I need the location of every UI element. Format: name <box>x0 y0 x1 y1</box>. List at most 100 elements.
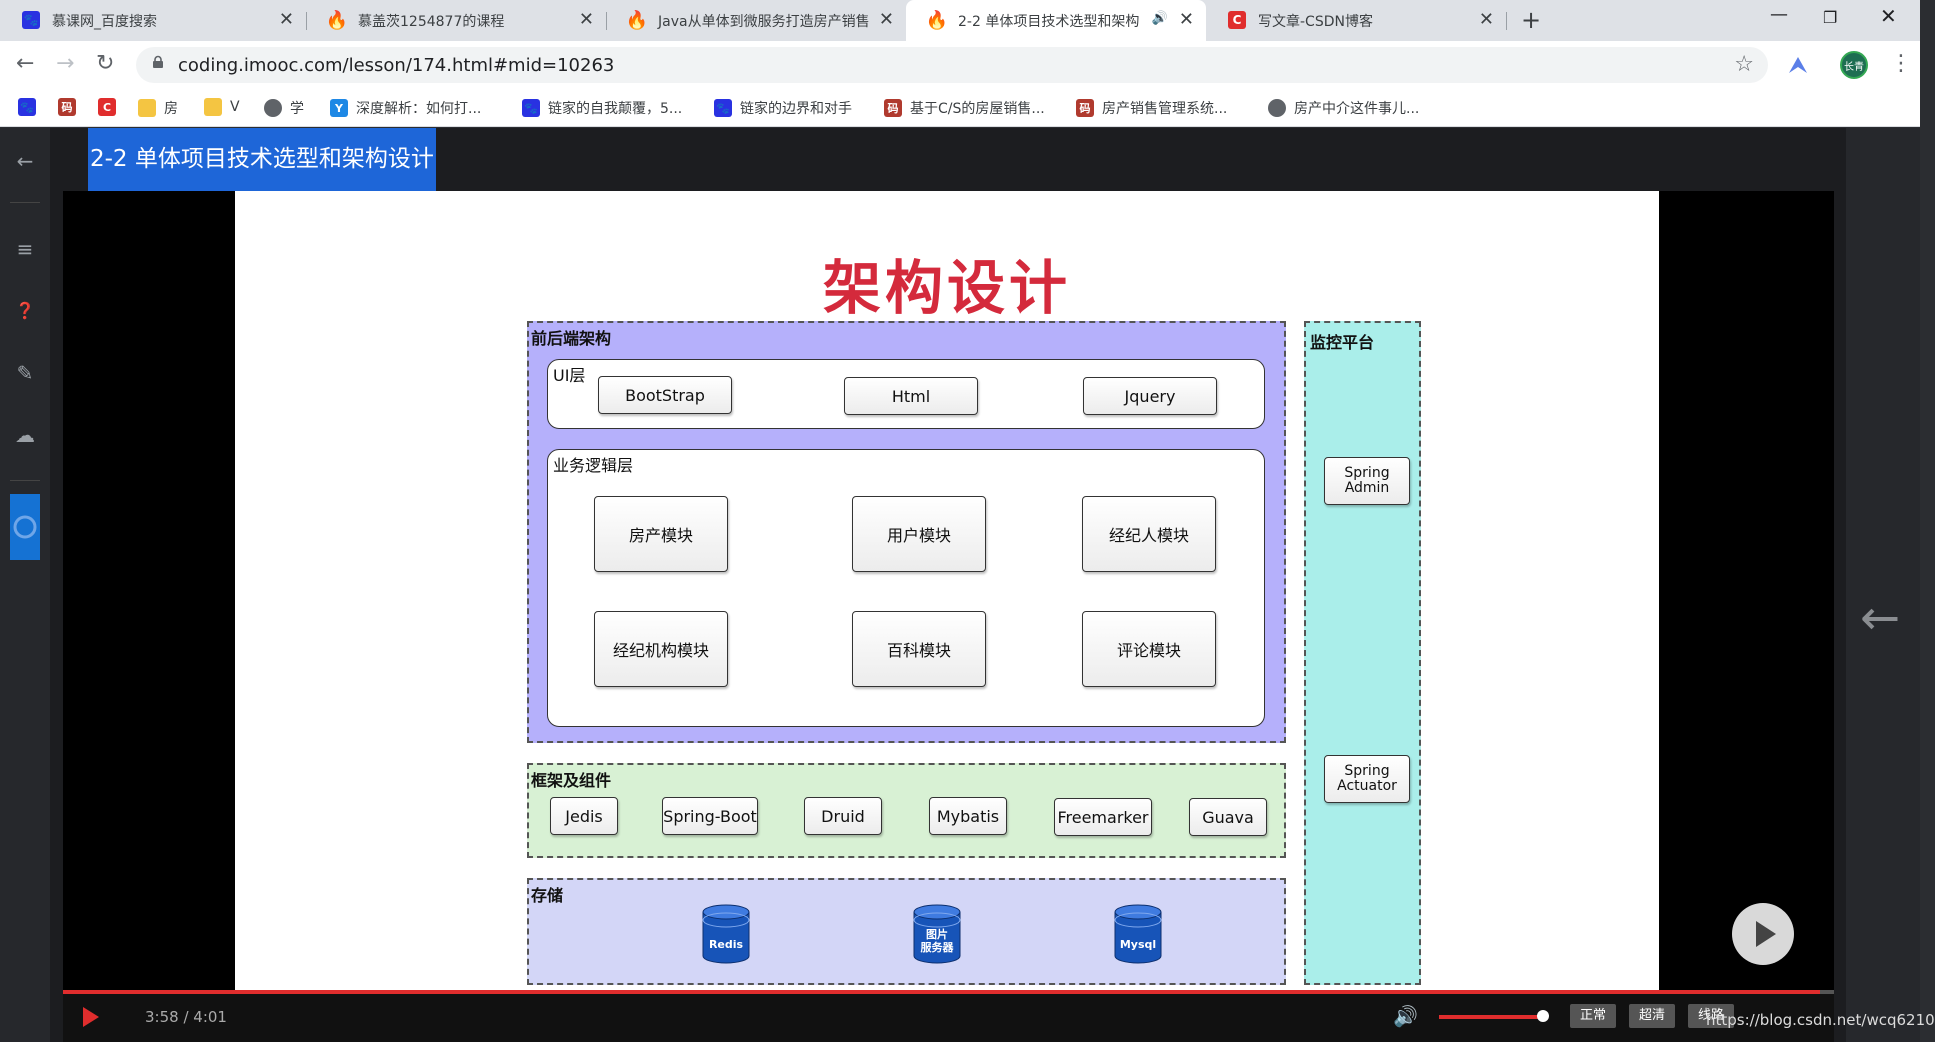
bookmark-star-icon[interactable]: ☆ <box>1734 52 1754 77</box>
bookmark-item[interactable]: 学 <box>264 98 304 118</box>
module-agency: 经纪机构模块 <box>594 611 728 687</box>
close-icon[interactable]: ✕ <box>1478 9 1494 30</box>
tab-title: Java从单体到微服务打造房产销售 <box>658 14 870 30</box>
component-mybatis: Mybatis <box>929 797 1007 835</box>
bookmark-site-icon: 码 <box>1076 99 1094 117</box>
sidebar-divider <box>10 202 40 203</box>
tab-imooc-courses[interactable]: 🔥 慕盖茨1254877的课程 ✕ <box>306 0 606 41</box>
bookmark-folder-fang[interactable]: 房 <box>138 98 178 118</box>
component-jedis: Jedis <box>550 797 618 835</box>
bookmark-site-icon: 码 <box>58 98 76 116</box>
profile-avatar[interactable]: 长青 <box>1840 51 1868 79</box>
y-logo-icon: Y <box>330 99 348 117</box>
slide-title: 架构设计 <box>822 254 1071 322</box>
db-label-line: 图片 <box>926 928 948 941</box>
bookmark-folder-v[interactable]: V <box>204 98 240 116</box>
csdn-c-icon: C <box>1228 11 1246 29</box>
big-play-button[interactable] <box>1732 903 1794 965</box>
bookmark-item[interactable]: 🐾链家的边界和对手 <box>714 98 852 118</box>
bookmark-item[interactable]: 🐾 <box>18 98 44 116</box>
tab-baidu-search[interactable]: 🐾 慕课网_百度搜索 ✕ <box>0 0 306 41</box>
more-menu-icon[interactable]: ⋮ <box>1890 51 1912 76</box>
collapse-arrow-icon[interactable]: ← <box>1860 590 1901 646</box>
right-rail: ← <box>1846 128 1920 1042</box>
tab-title: 慕课网_百度搜索 <box>52 14 157 30</box>
component-druid: Druid <box>804 797 882 835</box>
baidu-paw-icon: 🐾 <box>22 11 40 29</box>
zone-label: 监控平台 <box>1310 333 1375 352</box>
extension-icon[interactable] <box>1786 53 1810 77</box>
reload-icon[interactable]: ↻ <box>96 51 115 76</box>
bookmark-item[interactable]: 房产中介这件事儿... <box>1268 98 1419 118</box>
volume-icon[interactable]: 🔊 <box>1393 1004 1418 1028</box>
play-button[interactable] <box>83 1007 99 1027</box>
lesson-title: 2-2 单体项目技术选型和架构设计 <box>88 128 436 191</box>
speaker-icon[interactable]: 🔊 <box>1151 11 1168 26</box>
back-arrow-icon[interactable]: ← <box>16 51 35 76</box>
zone-label: 前后端架构 <box>531 329 612 348</box>
pencil-icon[interactable]: ✎ <box>16 361 34 385</box>
tab-title: 2-2 单体项目技术选型和架构 <box>958 14 1140 30</box>
imooc-flame-icon: 🔥 <box>625 9 649 31</box>
database-cylinder-icon <box>702 904 750 964</box>
window-close-button[interactable]: ✕ <box>1880 4 1897 28</box>
tab-java-course[interactable]: 🔥 Java从单体到微服务打造房产销售 ✕ <box>606 0 906 41</box>
minimize-button[interactable]: — <box>1770 4 1788 25</box>
module-agent: 经纪人模块 <box>1082 496 1216 572</box>
sidebar-item-active[interactable] <box>10 494 40 560</box>
globe-icon <box>1268 99 1286 117</box>
quality-hd-button[interactable]: 超清 <box>1629 1004 1676 1028</box>
browser-toolbar: ← → ↻ coding.imooc.com/lesson/174.html#m… <box>0 41 1920 89</box>
bookmark-label: 房产销售管理系统... <box>1102 101 1228 117</box>
module-user: 用户模块 <box>852 496 986 572</box>
frontend-zone: 前后端架构 UI层 BootStrap Html Jquery 业务逻辑层 房产… <box>527 321 1286 743</box>
framework-zone: 框架及组件 Jedis Spring-Boot Druid Mybatis Fr… <box>527 763 1286 858</box>
quality-normal-button[interactable]: 正常 <box>1570 1004 1617 1028</box>
ui-item-bootstrap: BootStrap <box>598 376 732 414</box>
restore-button[interactable]: ❐ <box>1823 8 1838 27</box>
back-arrow-icon[interactable]: ← <box>16 149 34 173</box>
volume-slider-knob[interactable] <box>1537 1010 1549 1022</box>
bookmark-item[interactable]: C <box>98 98 124 116</box>
panel-label: UI层 <box>553 366 586 385</box>
panel-label: 业务逻辑层 <box>553 456 634 475</box>
database-cylinder-icon <box>1114 904 1162 964</box>
tab-divider <box>306 12 307 30</box>
bookmark-item[interactable]: 码 <box>58 98 84 116</box>
close-icon[interactable]: ✕ <box>1178 9 1194 30</box>
bookmark-item[interactable]: 码基于C/S的房屋销售... <box>884 98 1045 118</box>
baidu-paw-icon: 🐾 <box>714 99 732 117</box>
progress-bar[interactable] <box>63 990 1834 994</box>
baidu-paw-icon: 🐾 <box>18 98 36 116</box>
bookmark-item[interactable]: 🐾链家的自我颠覆，5... <box>522 98 682 118</box>
tab-current-lesson[interactable]: 🔥 2-2 单体项目技术选型和架构 🔊 ✕ <box>906 0 1206 41</box>
sidebar-divider <box>10 480 40 481</box>
forward-arrow-icon[interactable]: → <box>56 51 75 76</box>
address-bar[interactable]: coding.imooc.com/lesson/174.html#mid=102… <box>136 47 1768 83</box>
db-label-line: Redis <box>708 938 744 951</box>
close-icon[interactable]: ✕ <box>578 9 594 30</box>
new-tab-button[interactable]: + <box>1521 6 1542 34</box>
close-icon[interactable]: ✕ <box>278 9 294 30</box>
cloud-download-icon[interactable]: ☁ <box>15 423 35 447</box>
volume-slider[interactable] <box>1439 1015 1543 1019</box>
db-label: 图片服务器 <box>913 928 961 954</box>
route-button[interactable]: 线路 <box>1688 1004 1735 1028</box>
bookmark-label: 房 <box>164 101 178 117</box>
bookmark-item[interactable]: 码房产销售管理系统... <box>1076 98 1227 118</box>
ui-item-html: Html <box>844 377 978 415</box>
business-layer-panel: 业务逻辑层 房产模块 用户模块 经纪人模块 经纪机构模块 百科模块 评论模块 <box>547 449 1265 727</box>
bookmark-label: V <box>230 99 240 115</box>
component-guava: Guava <box>1189 798 1267 836</box>
ui-item-jquery: Jquery <box>1083 377 1217 415</box>
question-icon[interactable]: ❓ <box>15 301 35 320</box>
menu-list-icon[interactable]: ≡ <box>16 237 34 261</box>
tab-csdn[interactable]: C 写文章-CSDN博客 ✕ <box>1206 0 1506 41</box>
bookmark-label: 基于C/S的房屋销售... <box>910 101 1045 117</box>
watermark-text: https://blog.csdn.net/wcq6210 <box>1706 1011 1935 1029</box>
zone-label: 存储 <box>531 886 564 905</box>
close-icon[interactable]: ✕ <box>878 9 894 30</box>
tab-divider <box>1506 12 1507 30</box>
